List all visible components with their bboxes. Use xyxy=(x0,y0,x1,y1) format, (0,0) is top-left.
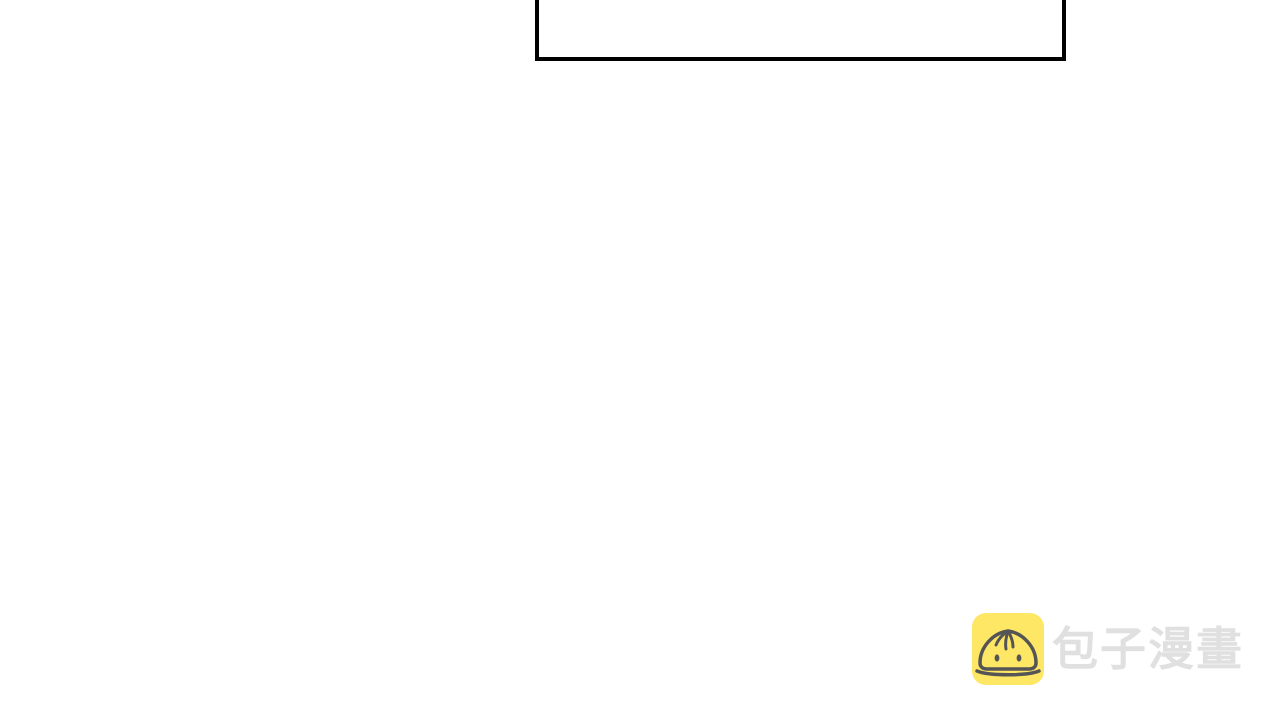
comic-panel-frame xyxy=(535,0,1066,61)
steamed-bun-icon xyxy=(975,629,1041,677)
watermark-text: 包子漫畫 xyxy=(1052,622,1244,676)
site-watermark: 包子漫畫 xyxy=(972,612,1244,686)
steamed-bun-icon xyxy=(972,613,1044,685)
